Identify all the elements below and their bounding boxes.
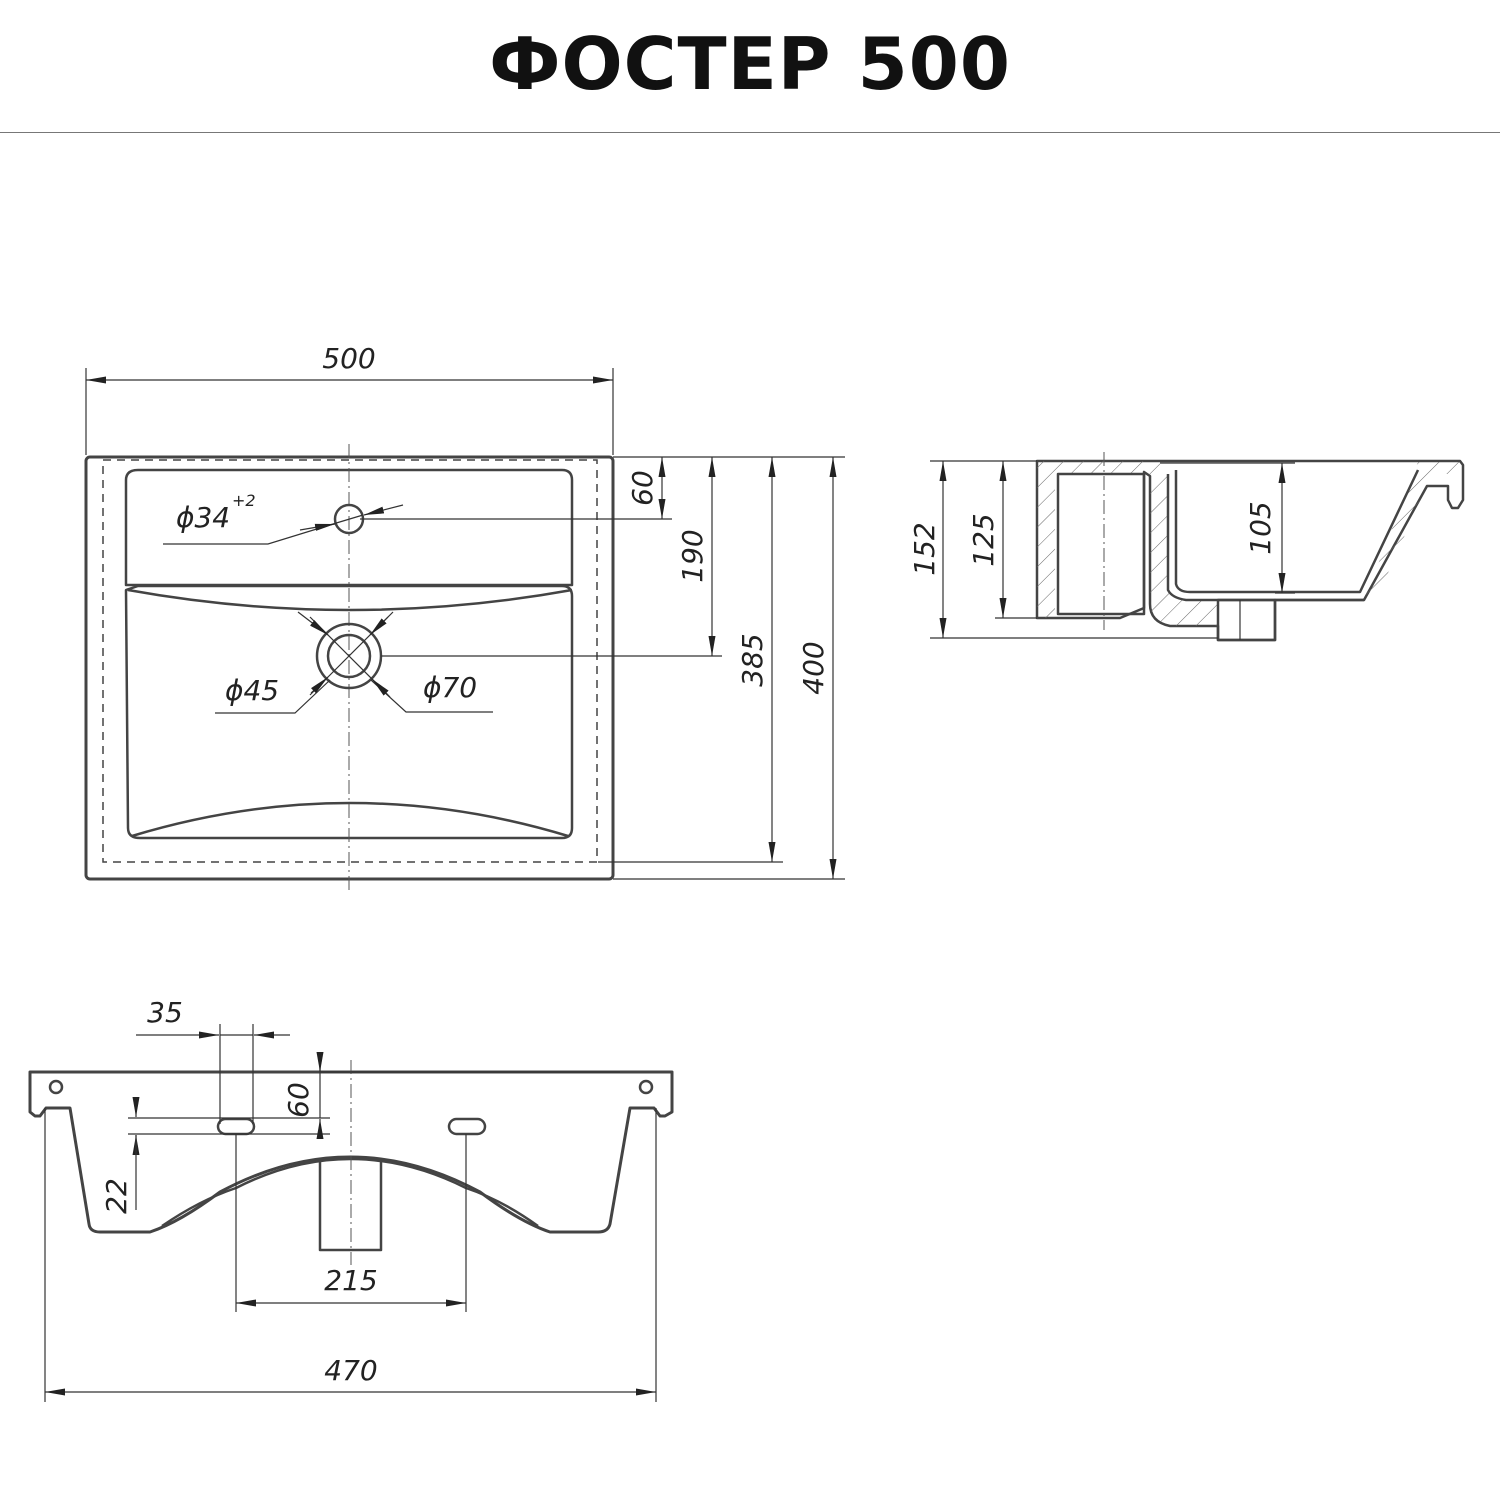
dim-phi34-tolerance: +2 [232,491,256,510]
dim-470: 470 [324,1354,377,1387]
bowl-inner-curve [1166,474,1364,602]
dim-phi70: ϕ70 [423,671,477,704]
front-view [28,1060,674,1265]
dim-60-top: 60 [626,470,659,506]
dim-22: 22 [100,1178,133,1214]
title-divider [0,132,1500,133]
dim-500: 500 [322,342,375,375]
dim-phi45: ϕ45 [225,674,279,707]
side-view-dimensions: 152 125 105 [908,460,1295,639]
mount-hole-right [638,1079,654,1095]
dim-phi34: ϕ34 [176,501,230,534]
front-drain [318,1158,383,1252]
dim-152: 152 [908,522,941,575]
overflow-slot-left [216,1117,256,1136]
dim-105: 105 [1244,501,1277,554]
basin-bowl-outline [124,584,574,840]
front-outline [28,1070,674,1234]
bowl-front-curve [127,588,573,612]
drawing-title: ФОСТЕР 500 [489,22,1011,106]
section-bowl-hatch [1150,474,1218,626]
dim-190: 190 [676,529,709,582]
basin-deck-outline [124,468,574,587]
bowl-back-curve [131,801,569,838]
top-view [84,444,615,890]
section-wall-hatch [1037,461,1055,618]
mount-hole-left [48,1079,64,1095]
front-view-dimensions: 35 60 22 215 470 [44,996,657,1402]
section-drain-pipe [1216,598,1277,642]
top-view-dimensions: 500 60 190 385 400 ϕ34 +2 ϕ45 ϕ70 [85,342,845,880]
dim-215: 215 [324,1264,377,1297]
bowl-inner-wall [1174,469,1420,594]
section-rim-hatch [1364,462,1460,600]
overflow-slot-right [447,1117,487,1136]
dim-385: 385 [736,633,769,686]
dim-125: 125 [967,513,1000,566]
dim-60-front: 60 [282,1082,315,1118]
side-section-view [1035,452,1465,642]
dim-35: 35 [147,996,183,1029]
drain-inner [326,633,372,679]
cabinet-block [1056,472,1146,616]
section-top-hatch [1055,461,1160,474]
dim-400: 400 [797,641,830,694]
